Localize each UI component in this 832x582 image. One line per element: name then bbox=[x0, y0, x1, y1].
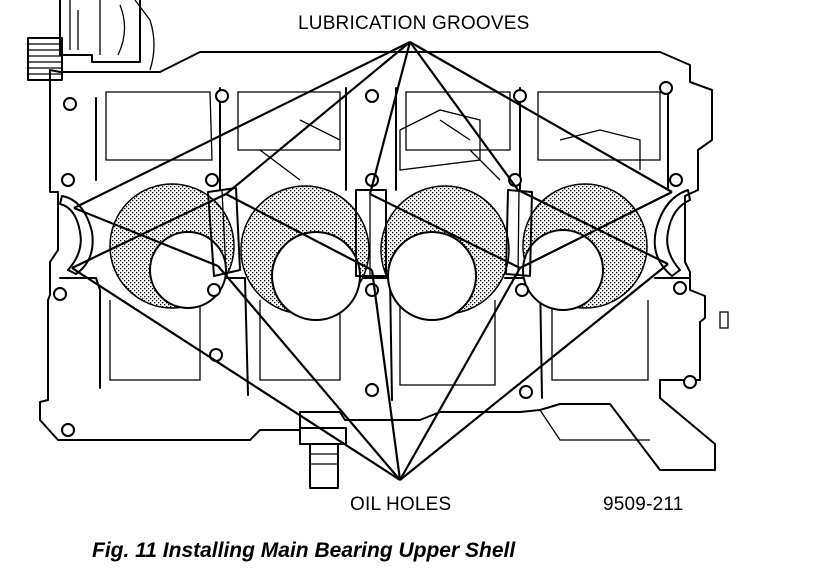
oil-holes-label: OIL HOLES bbox=[350, 494, 451, 515]
bolt-holes bbox=[53, 81, 697, 437]
main-bearing-shells bbox=[59, 187, 691, 277]
oil-holes-leaders bbox=[71, 263, 669, 481]
left-stud bbox=[27, 37, 63, 81]
part-code-label: 9509-211 bbox=[603, 494, 684, 515]
cylinder-bores bbox=[109, 183, 648, 321]
drain-plug bbox=[299, 427, 347, 489]
cross-leaders bbox=[71, 189, 673, 271]
figure-caption: Fig. 11 Installing Main Bearing Upper Sh… bbox=[92, 539, 516, 562]
lubrication-grooves-leaders bbox=[73, 41, 673, 209]
engine-block-outline bbox=[27, 0, 729, 471]
lubrication-grooves-label: LUBRICATION GROOVES bbox=[298, 13, 530, 34]
